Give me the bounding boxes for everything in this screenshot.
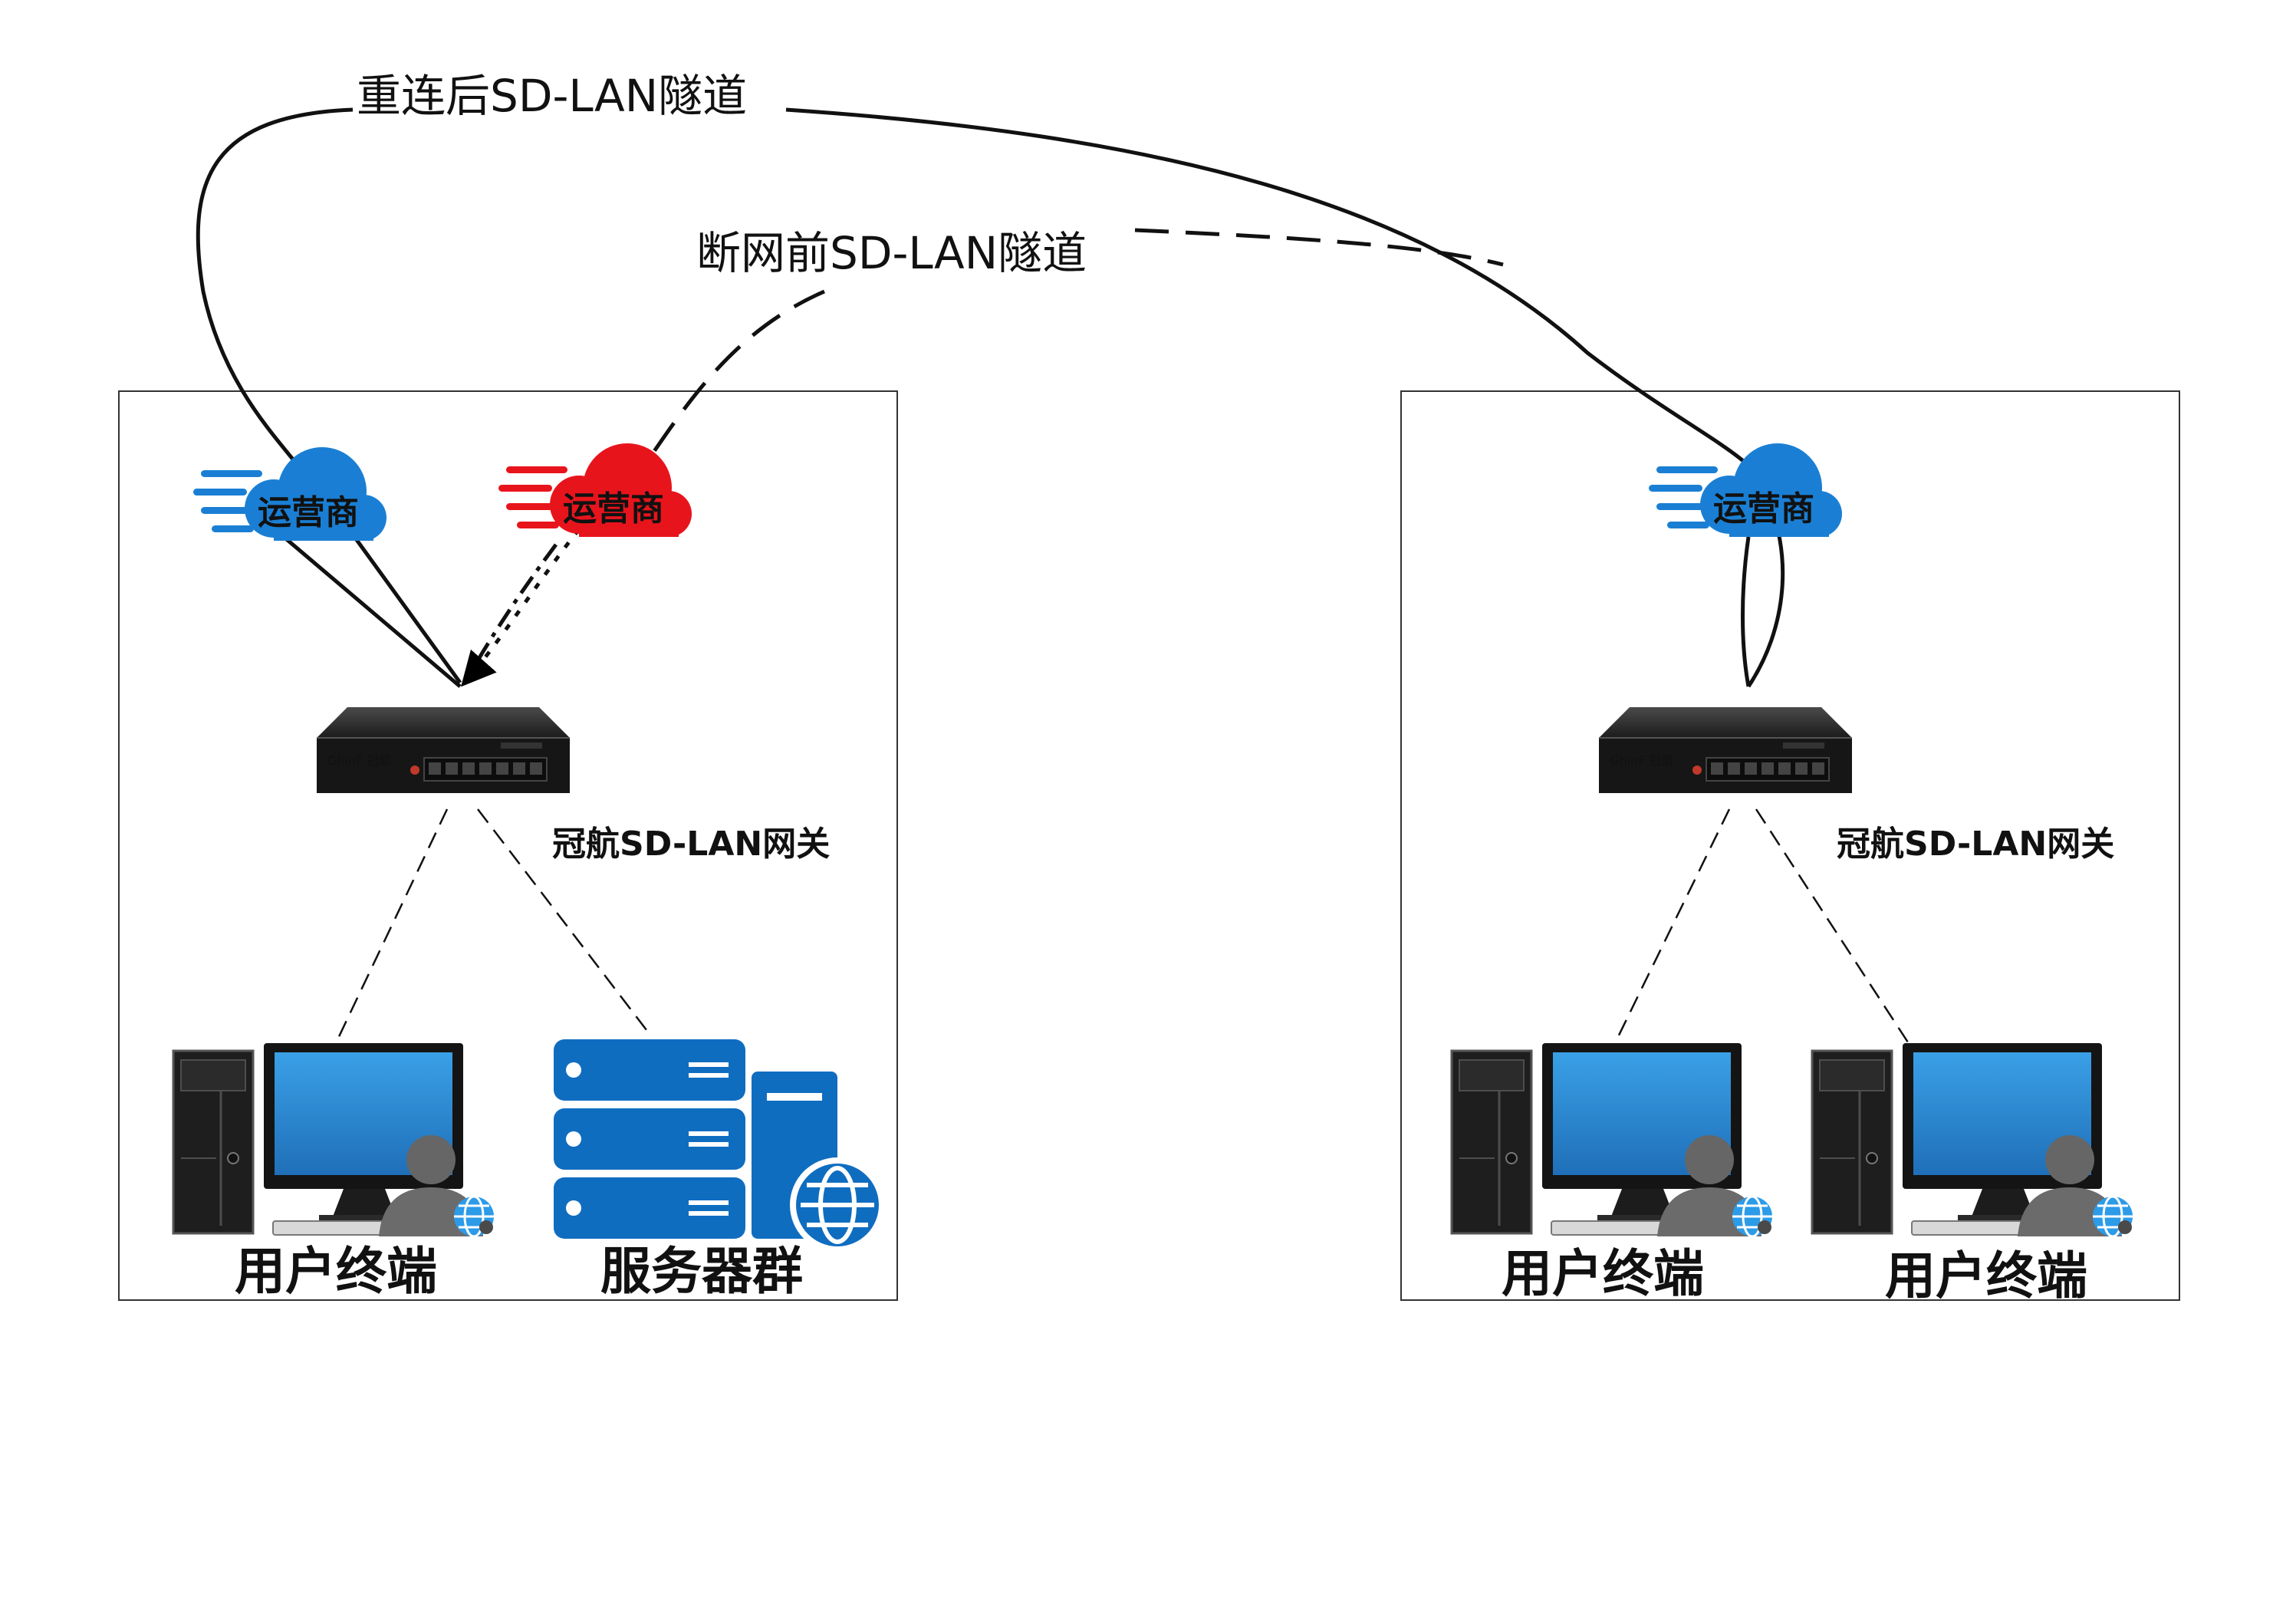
tunnel-before-disconnect-line-left xyxy=(646,289,825,462)
left-site-box xyxy=(118,390,898,1301)
tunnel-label-after-reconnect: 重连后SD-LAN隧道 xyxy=(357,70,747,122)
device-label-right-pc1: 用户终端 xyxy=(1502,1244,1704,1303)
carrier-label-left-blue: 运营商 xyxy=(258,493,359,532)
tunnel-before-disconnect-line xyxy=(1134,228,1504,267)
gateway-label-right: 冠航SD-LAN网关 xyxy=(1837,825,2114,864)
tunnel-after-reconnect-line-right xyxy=(785,107,1766,492)
user-terminal-right-1 xyxy=(1450,1042,1774,1238)
lan-link-left-server xyxy=(477,808,653,1038)
lan-link-left-pc xyxy=(334,808,449,1045)
gateway-brand-right: GhinF 冠航 xyxy=(1610,753,1673,768)
user-terminal-right-2 xyxy=(1811,1042,2134,1238)
device-label-right-pc2: 用户终端 xyxy=(1885,1246,2087,1305)
carrier-link-blue-left-2 xyxy=(347,528,462,684)
carrier-cloud-left-red: 运营商 xyxy=(498,443,692,537)
tunnel-after-reconnect-line xyxy=(196,107,354,473)
carrier-link-red-left-2 xyxy=(461,528,581,687)
carrier-label-right-blue: 运营商 xyxy=(1713,489,1814,528)
carrier-link-red-left xyxy=(462,543,558,686)
carrier-label-left-red: 运营商 xyxy=(563,489,664,528)
carrier-link-blue-right-2 xyxy=(1741,536,1751,687)
lan-link-right-pc2 xyxy=(1755,808,1911,1045)
user-terminal-left xyxy=(172,1042,495,1238)
gateway-left: GhinF 冠航 xyxy=(316,706,571,794)
carrier-link-blue-left xyxy=(282,535,462,688)
carrier-cloud-right-blue: 运营商 xyxy=(1649,443,1842,537)
tunnel-label-before-disconnect: 断网前SD-LAN隧道 xyxy=(696,227,1087,279)
server-cluster-left xyxy=(554,1039,885,1253)
gateway-right: GhinF 冠航 xyxy=(1598,706,1853,794)
device-label-left-server: 服务器群 xyxy=(600,1242,803,1301)
lan-link-right-pc1 xyxy=(1613,808,1731,1045)
gateway-brand-left: GhinF 冠航 xyxy=(327,753,391,768)
device-label-left-pc: 用户终端 xyxy=(235,1242,437,1301)
carrier-cloud-left-blue: 运营商 xyxy=(193,447,387,541)
right-site-box xyxy=(1400,390,2180,1301)
gateway-label-left: 冠航SD-LAN网关 xyxy=(552,825,830,864)
